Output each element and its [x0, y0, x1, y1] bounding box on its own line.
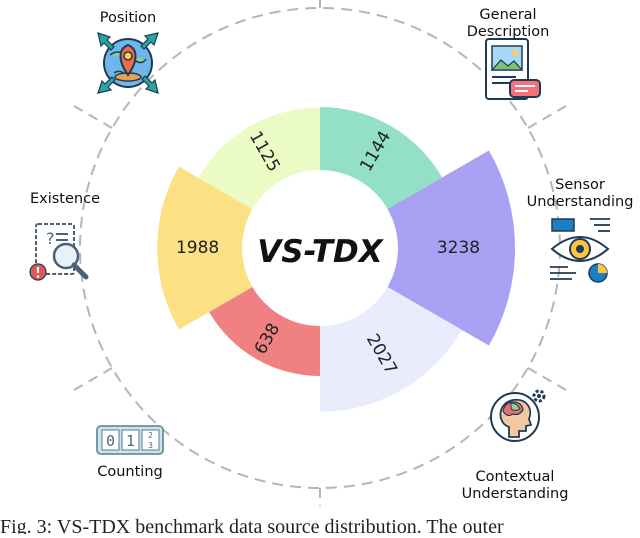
spoke-upper-left: [73, 105, 113, 129]
label-general-description: General Description: [466, 7, 550, 40]
center-hole: [242, 170, 398, 326]
center-label: VS-TDX: [257, 234, 385, 270]
spoke-lower-left: [73, 367, 113, 391]
number-counter-icon: 0 1 2 3: [96, 425, 164, 455]
counter-digit: 1: [126, 432, 135, 450]
label-existence: Existence: [29, 191, 100, 207]
value-label: 3238: [437, 238, 480, 258]
label-sensor-understanding: Sensor Understanding: [526, 177, 634, 210]
value-label: 1988: [176, 238, 219, 258]
globe-location-pin-icon: [97, 32, 159, 94]
spoke-lower-right: [527, 367, 567, 391]
image-document-icon: [485, 38, 541, 100]
separator-spokes: [73, 0, 567, 506]
eye-sensor-chart-icon: [550, 218, 610, 283]
spoke-upper-right: [527, 105, 567, 129]
label-counting: Counting: [97, 464, 163, 480]
counter-digit: 0: [106, 432, 115, 450]
counter-digit: 2: [148, 431, 153, 440]
counter-digit: 3: [148, 441, 153, 450]
document-magnifier-icon: ?: [29, 223, 89, 281]
label-position: Position: [99, 10, 157, 26]
slice-sensor-understanding: [320, 150, 515, 346]
label-contextual-understanding: Contextual Understanding: [461, 469, 569, 502]
head-gear-icon: [490, 389, 546, 442]
svg-text:?: ?: [46, 229, 55, 248]
slice-existence: [157, 166, 320, 330]
figure-caption: Fig. 3: VS-TDX benchmark data source dis…: [0, 516, 504, 534]
